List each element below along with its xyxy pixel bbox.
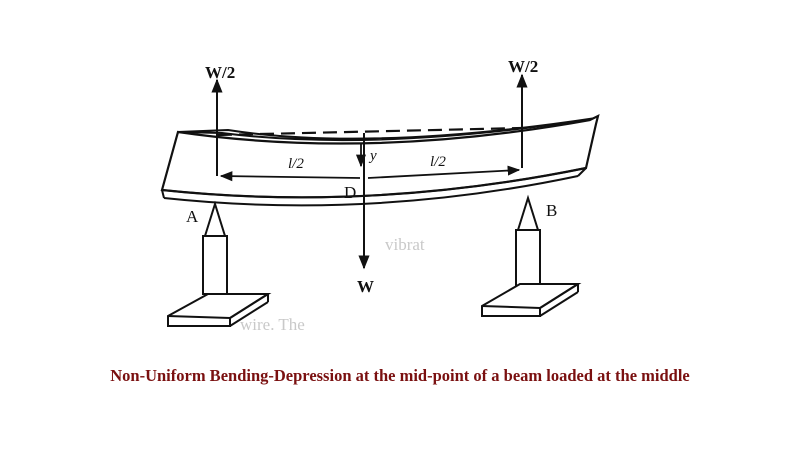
reference-dashed-line [217,126,523,137]
support-a-label: A [186,207,199,226]
ghost-text: wire. The [240,315,305,334]
load-center-label: W [357,277,374,296]
figure-caption: Non-Uniform Bending-Depression at the mi… [110,366,690,385]
support-left [167,200,272,327]
load-left-label: W/2 [205,63,235,82]
depression-label: y [368,148,377,164]
beam-bottom-edge [163,175,579,207]
support-b-label: B [546,201,557,220]
beam-diagram: vibrat wire. The W/2 W/2 l/2 l/2 y D W A [160,57,600,334]
beam-right-end [577,167,587,177]
beam-lower-edge [161,167,587,199]
midpoint-label: D [344,183,356,202]
half-length-right-arrow [367,165,521,179]
beam-left-end [161,189,165,199]
half-length-left-arrow [219,171,361,182]
support-right [481,194,582,317]
half-length-right-label: l/2 [430,154,446,170]
ghost-text: vibrat [385,235,425,254]
half-length-left-label: l/2 [288,156,304,172]
load-right-label: W/2 [508,57,538,76]
